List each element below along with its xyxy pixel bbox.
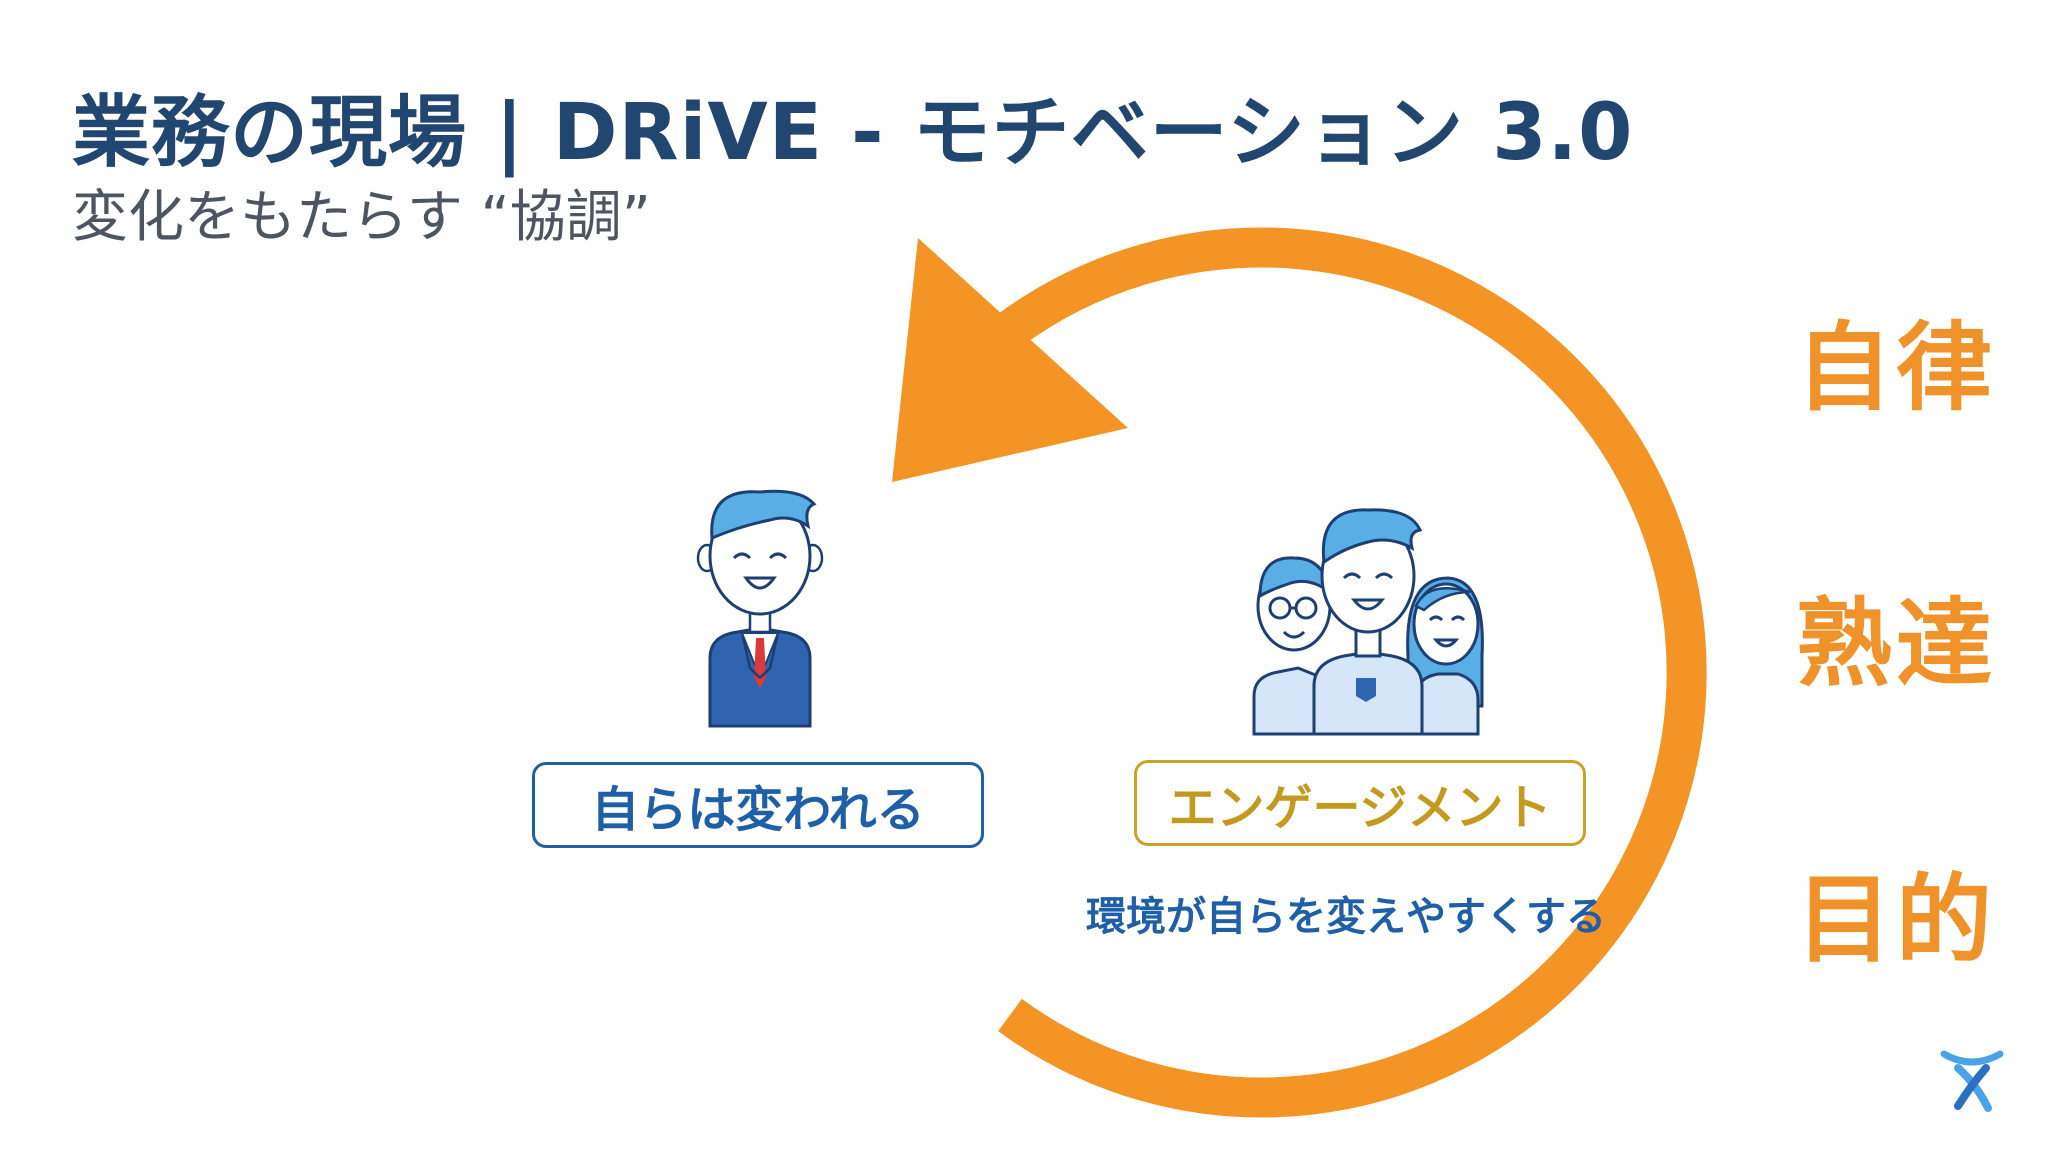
slide-subtitle: 変化をもたらす “協調” — [72, 185, 651, 250]
pillar-mastery: 熟達 — [1796, 588, 1996, 700]
atlassian-logo-icon — [1940, 1050, 2004, 1112]
businessman-icon — [696, 489, 824, 728]
team-icon — [1252, 508, 1484, 736]
slide-title: 業務の現場 | DRiVE - モチベーション 3.0 — [72, 88, 1634, 178]
environment-caption: 環境が自らを変えやすくする — [1086, 894, 1606, 940]
self-change-label: 自らは変われる — [532, 762, 984, 848]
pillar-purpose: 目的 — [1796, 864, 1996, 976]
cycle-arrow-head — [892, 238, 1128, 482]
pillar-autonomy: 自律 — [1796, 312, 1996, 424]
engagement-label: エンゲージメント — [1134, 760, 1586, 846]
cycle-arrow-arc — [998, 227, 1707, 1118]
